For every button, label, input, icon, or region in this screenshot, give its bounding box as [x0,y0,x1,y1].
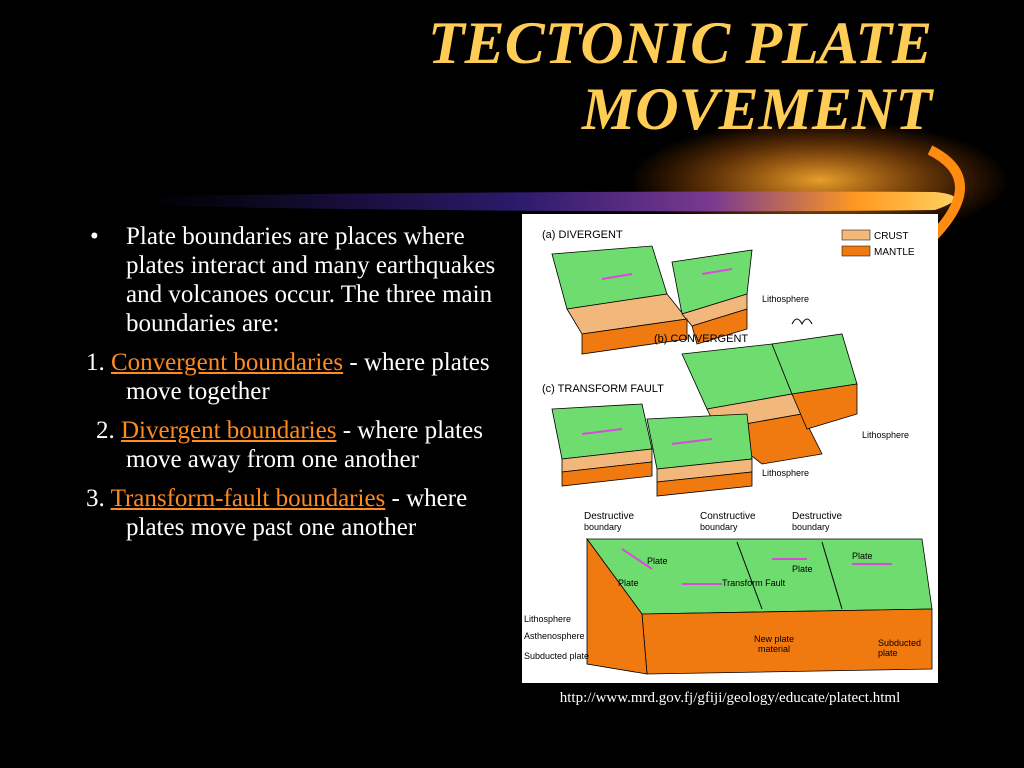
label-plate-4: Plate [852,551,873,561]
legend-mantle-label: MANTLE [874,247,915,258]
label-material: material [758,644,790,654]
list-item-divergent: 2. Divergent boundaries - where plates m… [86,416,516,474]
label-lithosphere-a: Lithosphere [762,294,809,304]
label-plate-3: Plate [792,564,813,574]
transform-block [551,403,753,497]
label-destructive-right: Destructive [792,511,842,522]
label-transform: (c) TRANSFORM FAULT [542,383,664,395]
list-item-transform: 3. Transform-fault boundaries - where pl… [86,484,516,542]
label-boundary-center: boundary [700,522,738,532]
label-divergent: (a) DIVERGENT [542,229,623,241]
item-description: - where plates move away from one anothe… [126,417,483,473]
label-boundary-left: boundary [584,522,622,532]
slide-title: TECTONIC PLATE MOVEMENT [428,10,932,142]
bullet-intro: • Plate boundaries are places where plat… [86,222,516,338]
convergent-block [681,318,858,465]
combined-boundaries-block [586,537,933,675]
item-description: - where plates move past one another [126,485,468,541]
legend-crust-swatch [841,229,871,241]
slide-body: • Plate boundaries are places where plat… [86,222,516,552]
label-convergent: (b) CONVERGENT [654,333,748,345]
legend-crust-label: CRUST [874,231,908,242]
bullet-dot-icon: • [90,223,99,250]
bullet-text: Plate boundaries are places where plates… [126,223,496,337]
legend-mantle-swatch [841,245,871,257]
label-lithosphere-b: Lithosphere [862,430,909,440]
title-line-2: MOVEMENT [581,76,932,142]
label-lithosphere-c: Lithosphere [762,468,809,478]
label-lithosphere-d: Lithosphere [524,614,571,624]
label-transform-fault: Transform Fault [722,578,786,588]
label-plate-word-right: plate [878,648,898,658]
list-item-convergent: 1. Convergent boundaries - where plates … [86,348,516,406]
label-boundary-right: boundary [792,522,830,532]
title-line-1: TECTONIC PLATE [428,10,932,76]
item-number: 3. [86,485,105,512]
label-asthenosphere: Asthenosphere [524,631,585,641]
label-destructive-left: Destructive [584,511,634,522]
transform-link[interactable]: Transform-fault boundaries [110,485,386,512]
source-url: http://www.mrd.gov.fj/gfiji/geology/educ… [559,690,901,706]
label-constructive: Constructive [700,511,756,522]
label-plate-2: Plate [618,578,639,588]
item-number: 1. [86,349,105,376]
diagram-svg: CRUST MANTLE (a) DIVERGENT Lithosphere (… [524,229,933,675]
label-subducted-plate: Subducted plate [524,651,589,661]
label-new-plate: New plate [754,634,794,644]
item-description: - where plates move together [126,349,490,405]
item-number: 2. [96,417,115,444]
label-subducted-right: Subducted [878,638,921,648]
divergent-block [551,245,753,355]
label-plate-1: Plate [647,556,668,566]
plate-boundaries-diagram: CRUST MANTLE (a) DIVERGENT Lithosphere (… [522,214,938,683]
divergent-link[interactable]: Divergent boundaries [121,417,337,444]
convergent-link[interactable]: Convergent boundaries [111,349,344,376]
